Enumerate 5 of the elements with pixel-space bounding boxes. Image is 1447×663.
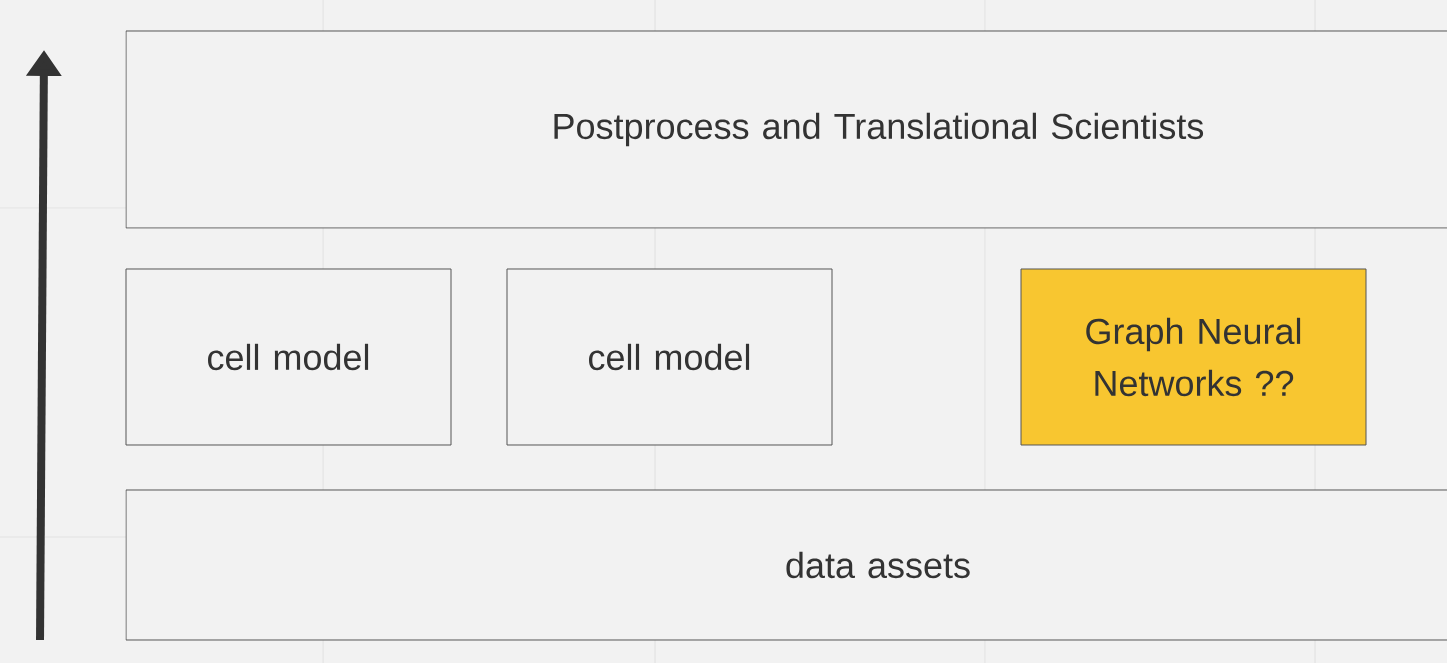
- layer-box: Postprocess and Translational Scientists: [125, 30, 1447, 229]
- layer-box: data assets: [125, 489, 1447, 641]
- model-box: cell model: [506, 268, 833, 446]
- model-box: Graph Neural Networks ??: [1020, 268, 1367, 446]
- model-box: cell model: [125, 268, 452, 446]
